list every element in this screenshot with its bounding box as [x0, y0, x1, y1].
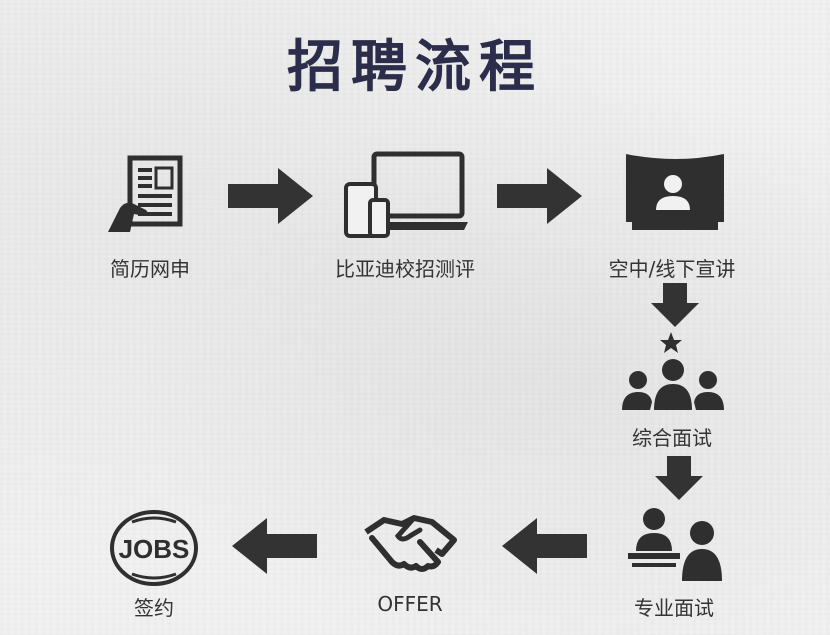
arrow-down-icon	[655, 456, 703, 500]
page-title: 招聘流程	[287, 35, 543, 100]
devices-icon	[344, 151, 468, 238]
step-resume	[100, 150, 200, 240]
professional-interview-icon	[628, 508, 722, 581]
step-label-presentation: 空中/线下宣讲	[608, 257, 736, 281]
handshake-icon	[364, 515, 457, 572]
jobs-stamp-icon: JOBS	[110, 510, 198, 586]
stamp-text: JOBS	[119, 534, 190, 564]
step-label-professional-interview: 专业面试	[634, 596, 714, 620]
arrow-left-icon	[232, 518, 317, 574]
step-label-assessment: 比亚迪校招测评	[335, 257, 475, 281]
arrow-right-icon	[497, 168, 582, 224]
step-presentation	[620, 152, 730, 232]
step-professional-interview	[624, 505, 729, 583]
resume-hand-icon	[108, 155, 183, 232]
arrow-left-icon	[502, 518, 587, 574]
step-group-interview	[618, 330, 728, 412]
presentation-screen-icon	[626, 154, 724, 230]
step-offer	[362, 510, 458, 586]
arrow-down-icon	[651, 283, 699, 327]
step-sign: JOBS	[108, 508, 200, 588]
step-label-resume: 简历网申	[110, 257, 190, 281]
step-label-group-interview: 综合面试	[632, 426, 712, 450]
step-label-offer: OFFER	[377, 592, 443, 616]
arrow-right-icon	[228, 168, 313, 224]
step-label-sign: 签约	[134, 596, 174, 620]
group-interview-icon	[622, 332, 724, 410]
step-assessment	[340, 150, 470, 242]
